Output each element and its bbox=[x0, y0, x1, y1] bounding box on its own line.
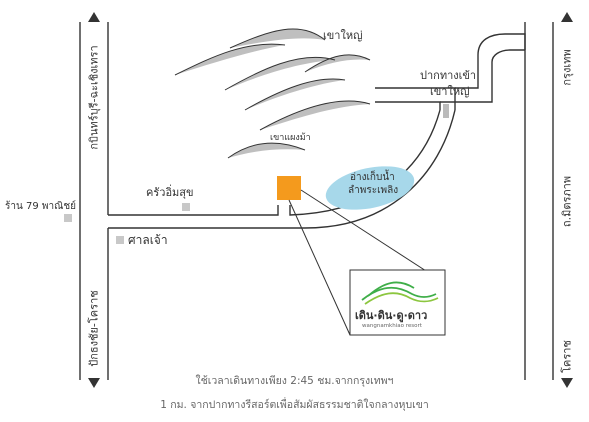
caption-distance: 1 กม. จากปากทางรีสอร์ตเพื่อสัมผัสธรรมชาต… bbox=[160, 399, 429, 411]
callout-lines bbox=[288, 189, 441, 336]
road-label-left-upper: กบินทร์บุรี-ฉะเชิงเทรา bbox=[87, 45, 101, 150]
road-label-right-middle: ถ.มิตรภาพ bbox=[560, 175, 574, 228]
gate-marker bbox=[443, 104, 449, 118]
road-right bbox=[524, 22, 554, 380]
san-chao-marker bbox=[116, 236, 124, 244]
krua-im-suk-marker bbox=[182, 203, 190, 211]
logo-subtitle: wangnamkhiao resort bbox=[362, 323, 422, 329]
label-shop-79: ร้าน 79 พาณิชย์ bbox=[5, 201, 77, 212]
label-reservoir-1: อ่างเก็บน้ำ bbox=[350, 172, 395, 183]
arrow-down-icon bbox=[88, 378, 100, 388]
mountain-khao-paen-ma bbox=[227, 142, 306, 159]
road-label-left-lower: ปักธงชัย-โคราช bbox=[87, 290, 101, 367]
arrow-down-icon bbox=[561, 378, 573, 388]
road-label-right-upper: กรุงเทพ bbox=[560, 49, 574, 86]
logo-name: เดิน·ดิน·ดู·ดาว bbox=[355, 309, 428, 322]
arrow-up-icon bbox=[561, 12, 573, 22]
reservoir-lam-phra-phloeng bbox=[325, 166, 415, 210]
label-san-chao: ศาลเจ้า bbox=[128, 233, 168, 247]
road-left bbox=[79, 22, 109, 380]
resort-marker bbox=[277, 176, 301, 200]
shop-79-marker bbox=[64, 214, 72, 222]
label-khao-yai-gate-2: เขาใหญ่ bbox=[430, 85, 470, 98]
caption-travel-time: ใช้เวลาเดินทางเพียง 2:45 ชม.จากกรุงเทพฯ bbox=[195, 375, 394, 387]
label-khao-yai-gate-1: ปากทางเข้า bbox=[420, 69, 477, 82]
label-reservoir-2: ลำพระเพลิง bbox=[348, 185, 399, 196]
label-khao-paen-ma: เขาแผงม้า bbox=[270, 133, 311, 143]
label-khao-yai-mountain: เขาใหญ่ bbox=[323, 29, 363, 42]
logo-hills-icon bbox=[361, 281, 439, 305]
label-krua-im-suk: ครัวอิ่มสุข bbox=[146, 186, 194, 199]
arrow-up-icon bbox=[88, 12, 100, 22]
